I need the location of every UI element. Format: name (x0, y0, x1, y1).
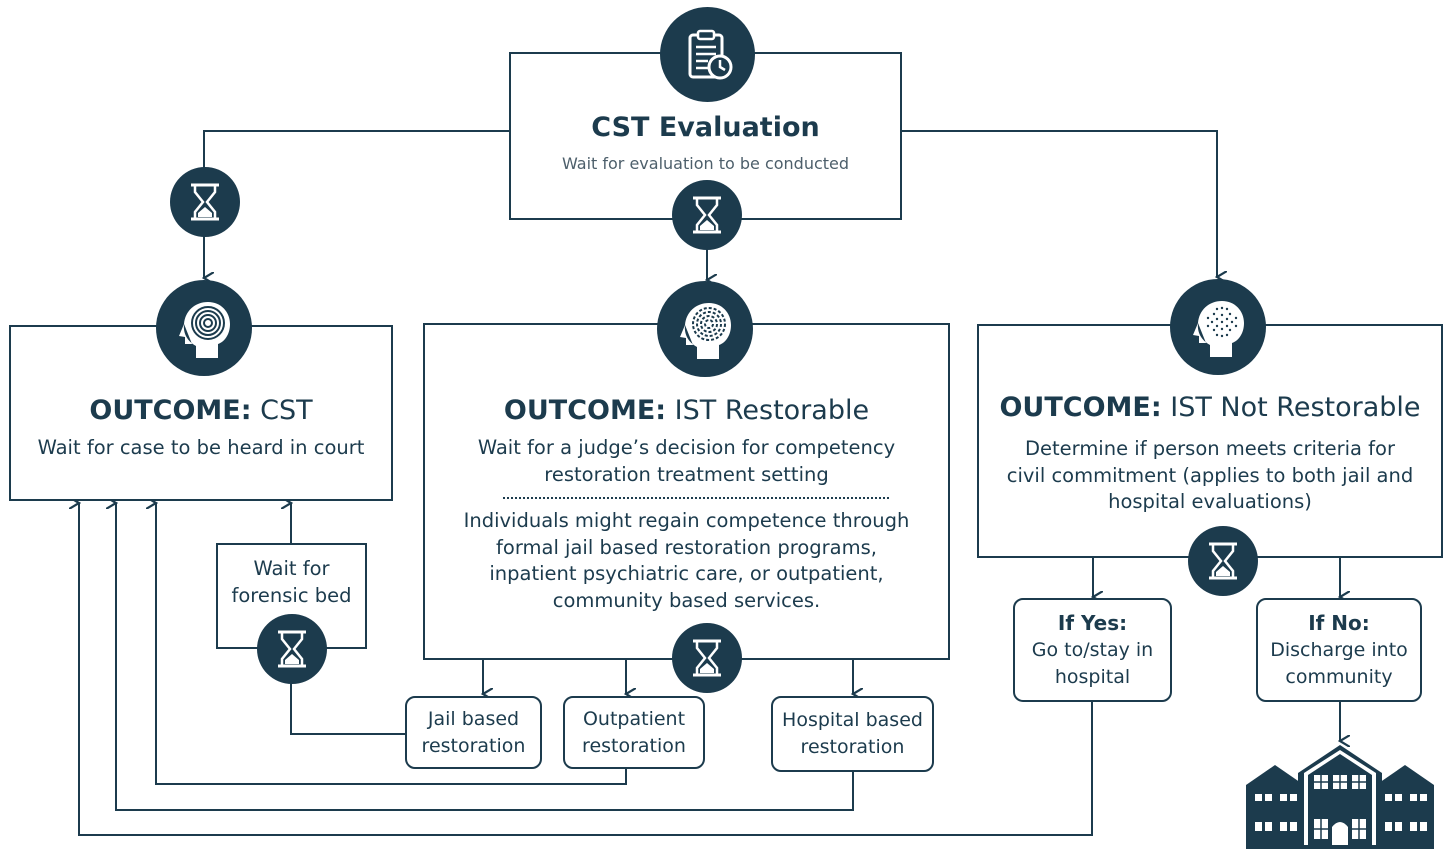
outcome-cst-heading: OUTCOME: CST (11, 395, 391, 426)
hourglass-icon (257, 614, 327, 684)
outcome-ist-not-restorable-description: Determine if person meets criteria for c… (979, 436, 1441, 516)
if-no-box: If No: Discharge into community (1256, 598, 1422, 702)
cst-evaluation-title: CST Evaluation (591, 112, 820, 143)
outcome-ist-not-restorable-heading: OUTCOME: IST Not Restorable (979, 392, 1441, 423)
outcome-cst-prefix: OUTCOME: (89, 395, 252, 426)
forensic-bed-text: Wait for forensic bed (218, 556, 365, 609)
jail-based-restoration-box: Jail based restoration (405, 696, 542, 769)
ist-restorable-note-line2: formal jail based restoration programs, (496, 535, 877, 559)
ist-restorable-note-line1: Individuals might regain competence thro… (463, 509, 910, 532)
hourglass-icon (672, 623, 742, 693)
if-yes-line1: Go to/stay in (1031, 638, 1154, 661)
if-no-line1: Discharge into (1270, 638, 1408, 661)
outcome-ist-not-restorable-label: IST Not Restorable (1170, 392, 1421, 423)
cst-evaluation-box: CST Evaluation Wait for evaluation to be… (509, 52, 902, 220)
jail-based-line2: restoration (421, 734, 526, 757)
cst-evaluation-subtitle: Wait for evaluation to be conducted (561, 154, 850, 173)
hospital-based-line2: restoration (800, 736, 905, 758)
hourglass-icon (1188, 526, 1258, 596)
jail-based-line1: Jail based (427, 707, 520, 730)
if-no-title: If No: (1308, 610, 1370, 635)
ist-not-restorable-desc-line2: civil commitment (applies to both jail a… (1006, 463, 1414, 487)
head-concentric-icon (156, 280, 252, 376)
outcome-ist-restorable-note: Individuals might regain competence thro… (425, 508, 948, 614)
if-yes-title: If Yes: (1057, 610, 1128, 635)
outcome-ist-restorable-prefix: OUTCOME: (503, 395, 667, 426)
forensic-bed-line1: Wait for (253, 557, 330, 580)
hourglass-icon (672, 180, 742, 250)
head-dashed-rings-icon (657, 281, 753, 377)
ist-restorable-note-line4: community based services. (552, 588, 821, 612)
outcome-cst-description: Wait for case to be heard in court (37, 436, 365, 459)
hospital-based-line1: Hospital based (782, 709, 923, 731)
outcome-ist-restorable-label: IST Restorable (674, 395, 870, 426)
ist-restorable-desc-line1: Wait for a judge’s decision for competen… (477, 436, 896, 459)
divider (503, 497, 889, 499)
head-dots-icon (1170, 279, 1266, 375)
ist-not-restorable-desc-line3: hospital evaluations) (1108, 490, 1312, 513)
forensic-bed-line2: forensic bed (231, 583, 352, 607)
outcome-ist-restorable-heading: OUTCOME: IST Restorable (425, 395, 948, 426)
outpatient-line1: Outpatient (582, 707, 686, 730)
outcome-ist-not-restorable-prefix: OUTCOME: (999, 392, 1162, 423)
ist-not-restorable-desc-line1: Determine if person meets criteria for (1024, 437, 1395, 460)
buildings-icon (1246, 745, 1434, 849)
outcome-ist-restorable-description: Wait for a judge’s decision for competen… (425, 435, 948, 488)
outpatient-restoration-box: Outpatient restoration (563, 696, 705, 769)
outpatient-line2: restoration (582, 734, 686, 757)
clipboard-clock-icon (660, 7, 755, 102)
hourglass-icon (170, 167, 240, 237)
ist-restorable-note-line3: inpatient psychiatric care, or outpatien… (489, 562, 884, 585)
outcome-cst-label: CST (260, 395, 313, 426)
ist-restorable-desc-line2: restoration treatment setting (544, 462, 829, 486)
if-no-line2: community (1285, 665, 1393, 688)
outcome-ist-restorable-box: OUTCOME: IST Restorable Wait for a judge… (423, 323, 950, 660)
if-yes-box: If Yes: Go to/stay in hospital (1013, 598, 1172, 702)
hospital-based-restoration-box: Hospital based restoration (771, 696, 934, 772)
if-yes-line2: hospital (1054, 665, 1131, 688)
